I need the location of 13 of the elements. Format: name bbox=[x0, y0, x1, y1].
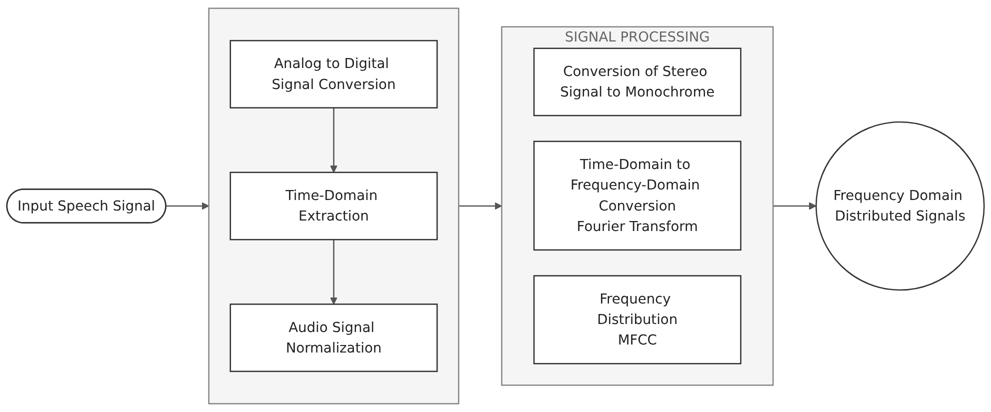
arrow bbox=[330, 108, 338, 173]
cluster bbox=[208, 8, 460, 404]
node-box: Audio Signal Normalization bbox=[230, 304, 438, 372]
arrow bbox=[330, 240, 338, 305]
arrow bbox=[773, 202, 816, 210]
arrow bbox=[166, 202, 210, 210]
node-box: Conversion of Stereo Signal to Monochrome bbox=[533, 48, 742, 116]
node-box: Time-Domain to Frequency-Domain Conversion Fourier Transform bbox=[533, 140, 742, 251]
arrow bbox=[458, 202, 502, 210]
node-box: Time-Domain Extraction bbox=[230, 172, 438, 240]
node-box: Analog to Digital Signal Conversion bbox=[230, 40, 438, 108]
node-circle: Frequency Domain Distributed Signals bbox=[815, 121, 985, 291]
node-box: Frequency Distribution MFCC bbox=[533, 275, 742, 364]
